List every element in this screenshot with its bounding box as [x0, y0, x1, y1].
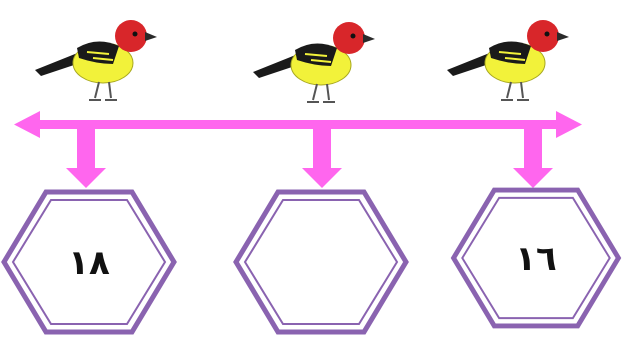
bird-icon [34, 19, 158, 101]
down-arrow [513, 129, 553, 188]
number-box-label: ١٨ [68, 243, 110, 283]
number-box-middle[interactable] [236, 192, 406, 332]
bird-icon [446, 19, 570, 101]
number-box-right: ١٦ [454, 190, 619, 326]
number-box-left: ١٨ [4, 192, 174, 332]
number-box-label: ١٦ [515, 239, 557, 279]
down-arrow [302, 129, 342, 188]
number-line-arrow [14, 111, 582, 138]
down-arrow [66, 129, 106, 188]
bird-icon [252, 21, 376, 103]
